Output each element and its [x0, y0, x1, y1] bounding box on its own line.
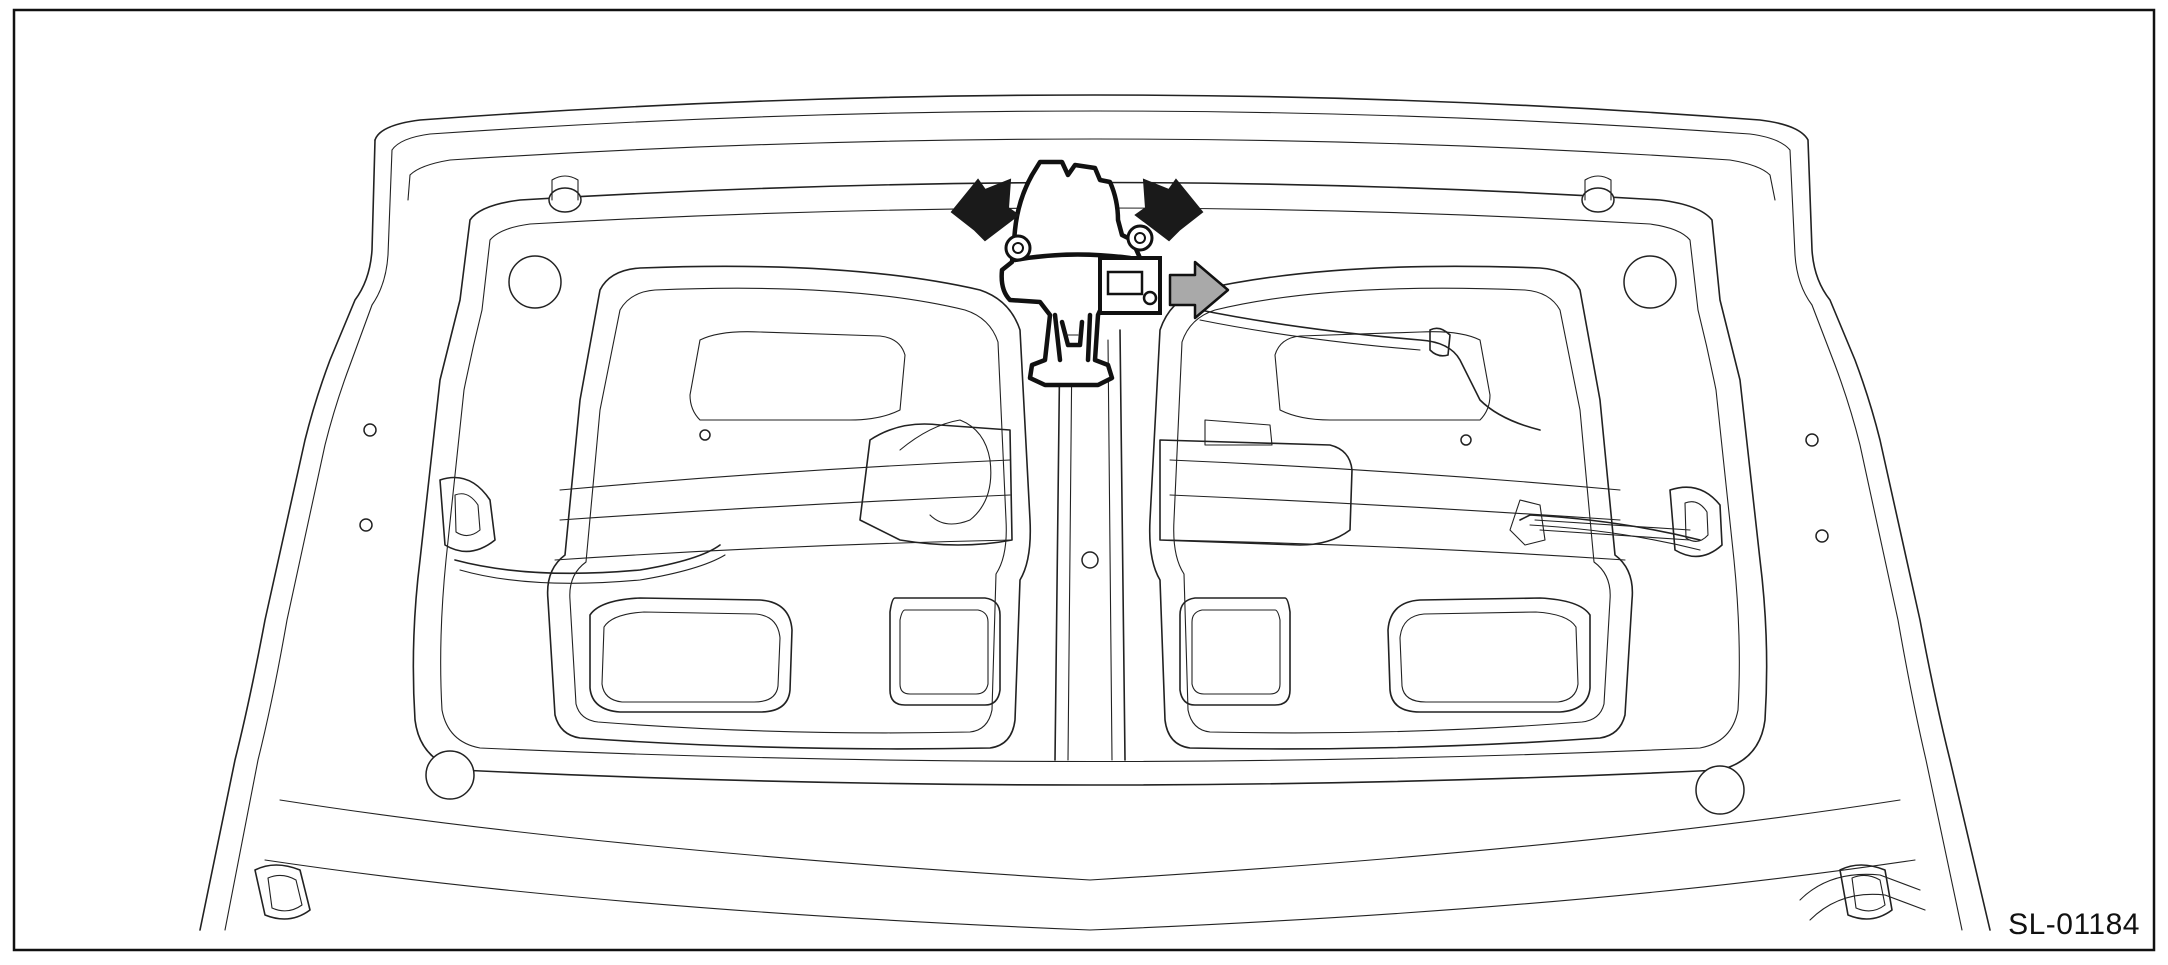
bolt-arrows: [950, 178, 1230, 320]
figure-code-label: SL-01184: [2008, 908, 2140, 941]
wiring-harness: [439, 309, 1723, 584]
right-opening: [1148, 265, 1634, 750]
arrow-dark-left-icon: [950, 178, 1020, 242]
figure-frame: [12, 8, 2156, 952]
trunk-lid-lock-assembly: [999, 159, 1162, 388]
lid-outline: [199, 94, 1991, 931]
left-opening: [546, 265, 1032, 750]
arrow-dark-right-icon: [1134, 178, 1204, 242]
center-spine: [1054, 329, 1126, 761]
mounting-holes: [359, 175, 1829, 815]
arrow-gray-right-icon: [1168, 260, 1230, 320]
hinge-ends: [254, 864, 1926, 921]
